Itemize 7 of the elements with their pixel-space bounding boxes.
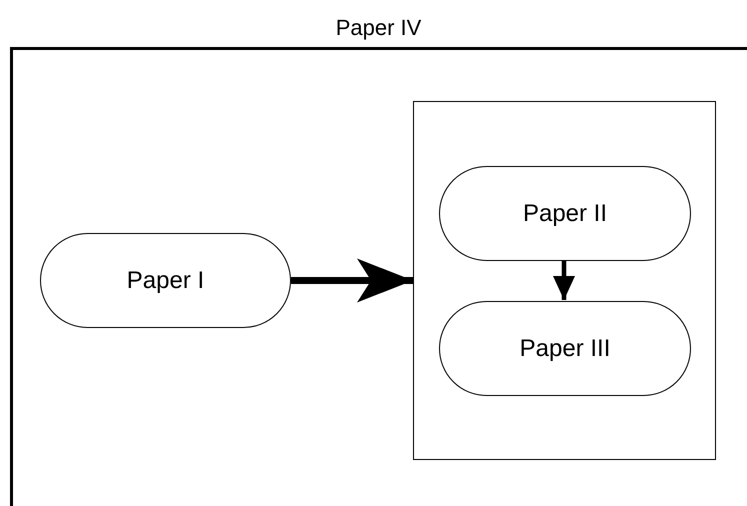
box-label: Paper I [126,266,204,296]
arrow [291,258,413,302]
arrow [553,260,575,300]
box-label: Paper III [520,334,610,364]
frame-title: Paper IV [334,14,422,42]
box-label: Paper II [522,198,608,228]
group-box [413,101,716,460]
